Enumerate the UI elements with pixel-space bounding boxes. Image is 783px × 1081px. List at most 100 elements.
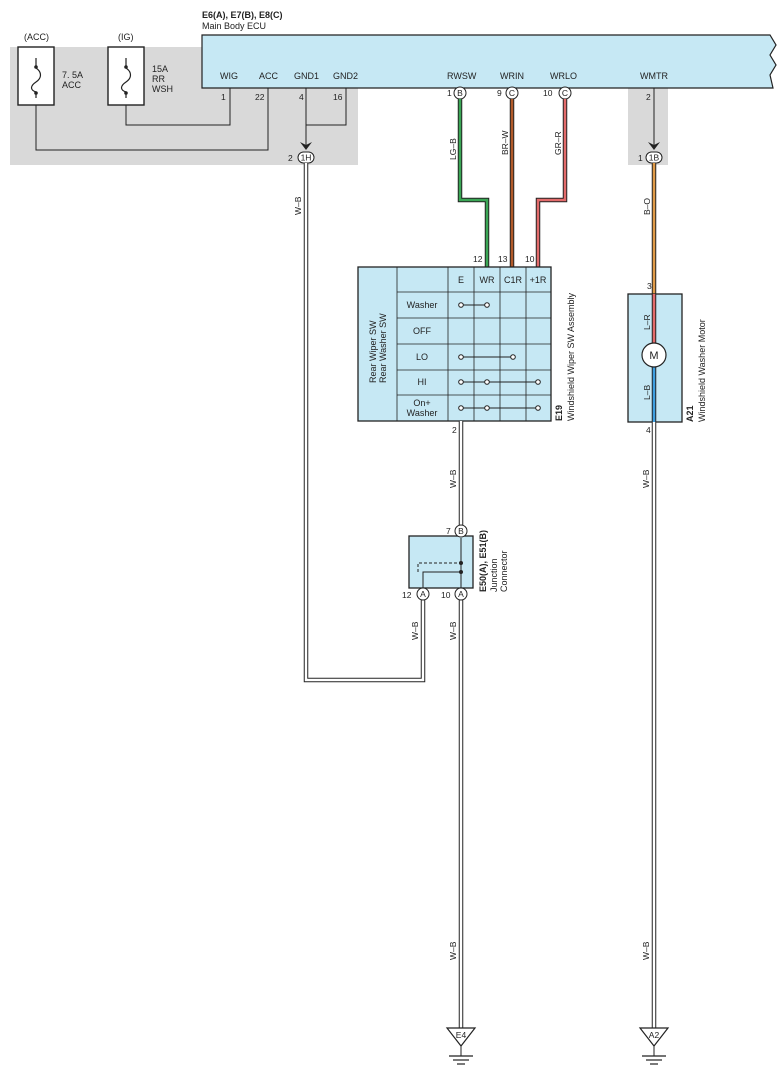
- wire-lg-b: [457, 99, 490, 268]
- wire-label-w-b-5: W–B: [448, 941, 458, 960]
- ground-a2-label: A2: [649, 1030, 660, 1040]
- terminal-gnd2: GND2: [333, 71, 358, 81]
- wire-label-w-b-4: W–B: [448, 621, 458, 640]
- terminal-wrlo: WRLO: [550, 71, 577, 81]
- ecu-name: Main Body ECU: [202, 21, 266, 31]
- sw-row-on-washer-2: Washer: [407, 408, 438, 418]
- motor-pin-bottom: 4: [646, 425, 651, 435]
- jc-left-pin: 12: [402, 590, 412, 600]
- pin-wrin: 9: [497, 88, 502, 98]
- terminal-wmtr: WMTR: [640, 71, 668, 81]
- terminal-rwsw: RWSW: [447, 71, 477, 81]
- wire-label-w-b-2: W–B: [448, 469, 458, 488]
- switch-code: E19: [554, 405, 564, 421]
- ground-e4: [445, 1027, 477, 1065]
- junction-1b-pin: 1: [638, 153, 643, 163]
- wire-gr-r: [535, 99, 568, 268]
- fuse-acc-rating: 7. 5A: [62, 70, 83, 80]
- pin-rwsw: 1: [447, 88, 452, 98]
- sw-side-label-1: Rear Wiper SW: [368, 320, 378, 383]
- wire-label-lg-b: LG–B: [448, 138, 458, 160]
- svg-text:A: A: [420, 589, 426, 599]
- wire-label-w-b-1: W–B: [293, 196, 303, 215]
- svg-text:A: A: [458, 589, 464, 599]
- wire-label-b-o: B–O: [642, 198, 652, 215]
- junction-1h-pin: 2: [288, 153, 293, 163]
- fuse-wiring: [35, 88, 347, 151]
- svg-text:1H: 1H: [301, 153, 312, 163]
- ecu-code: E6(A), E7(B), E8(C): [202, 10, 283, 20]
- svg-text:C: C: [562, 88, 568, 98]
- washer-motor: [627, 293, 683, 423]
- junction-1b: 1B: [645, 151, 663, 164]
- pin-wrlo: 10: [543, 88, 553, 98]
- sw-row-lo: LO: [416, 352, 428, 362]
- jc-top-connector: B: [454, 524, 468, 538]
- terminal-wrin: WRIN: [500, 71, 524, 81]
- jc-name-1: Junction: [489, 558, 499, 592]
- junction-connector: [408, 535, 474, 589]
- pin-gnd2: 16: [333, 92, 343, 102]
- motor-symbol: M: [649, 350, 658, 362]
- svg-text:C: C: [509, 88, 515, 98]
- sw-pin-c1r: 13: [498, 254, 508, 264]
- motor-code: A21: [685, 405, 695, 422]
- pin-gnd1: 4: [299, 92, 304, 102]
- connector-wrlo: C: [558, 86, 572, 100]
- terminal-gnd1: GND1: [294, 71, 319, 81]
- fuse-ig-icon: [120, 58, 132, 98]
- junction-1h-arrow: [300, 142, 312, 150]
- sw-col-c1r: C1R: [504, 275, 523, 285]
- fuse-ig-name-2: WSH: [152, 84, 173, 94]
- sw-pin-wr: 12: [473, 254, 483, 264]
- svg-text:B: B: [457, 88, 463, 98]
- fuse-ig-name-1: RR: [152, 74, 165, 84]
- wire-label-w-b-6: W–B: [641, 469, 651, 488]
- jc-code: E50(A), E51(B): [478, 530, 488, 592]
- sw-row-on-washer-1: On+: [413, 398, 430, 408]
- fuse-acc-name: ACC: [62, 80, 82, 90]
- pin-acc: 22: [255, 92, 265, 102]
- sw-pin-bottom: 2: [452, 425, 457, 435]
- sw-col-1r: +1R: [530, 275, 547, 285]
- jc-right-connector: A: [454, 587, 468, 601]
- junction-1b-arrow: [648, 142, 660, 150]
- wiper-switch-assembly: [357, 266, 552, 422]
- jc-name-2: Connector: [499, 550, 509, 592]
- sw-col-wr: WR: [480, 275, 495, 285]
- shade-region-right: [628, 88, 668, 165]
- motor-wire-top: L–R: [642, 314, 652, 330]
- sw-row-washer: Washer: [407, 300, 438, 310]
- sw-row-hi: HI: [418, 377, 427, 387]
- fuse-acc-header: (ACC): [24, 32, 49, 42]
- pin-wig: 1: [221, 92, 226, 102]
- wire-w-b-group: [303, 163, 657, 1028]
- motor-name: Windshield Washer Motor: [697, 319, 707, 422]
- ground-e4-label: E4: [456, 1030, 467, 1040]
- main-body-ecu: [201, 34, 777, 89]
- wire-label-gr-r: GR–R: [553, 131, 563, 155]
- sw-pin-1r: 10: [525, 254, 535, 264]
- terminal-wig: WIG: [220, 71, 238, 81]
- sw-col-e: E: [458, 275, 464, 285]
- fuse-acc-icon: [30, 58, 42, 98]
- fuse-ig-rating: 15A: [152, 64, 168, 74]
- sw-side-label-2: Rear Washer SW: [378, 313, 388, 383]
- wire-label-w-b-3: W–B: [410, 621, 420, 640]
- sw-row-off: OFF: [413, 326, 431, 336]
- wire-label-br-w: BR–W: [500, 130, 510, 155]
- svg-text:B: B: [458, 526, 464, 536]
- pin-wmtr: 2: [646, 92, 651, 102]
- switch-name: Windshield Wiper SW Assembly: [566, 292, 576, 421]
- motor-pin-top: 3: [647, 281, 652, 291]
- wire-label-w-b-7: W–B: [641, 941, 651, 960]
- ground-a2: [638, 1027, 670, 1065]
- junction-1h: 1H: [297, 151, 315, 164]
- jc-top-pin: 7: [446, 526, 451, 536]
- jc-left-connector: A: [416, 587, 430, 601]
- jc-right-pin: 10: [441, 590, 451, 600]
- terminal-acc: ACC: [259, 71, 279, 81]
- motor-wire-bottom: L–B: [642, 385, 652, 400]
- connector-wrin: C: [505, 86, 519, 100]
